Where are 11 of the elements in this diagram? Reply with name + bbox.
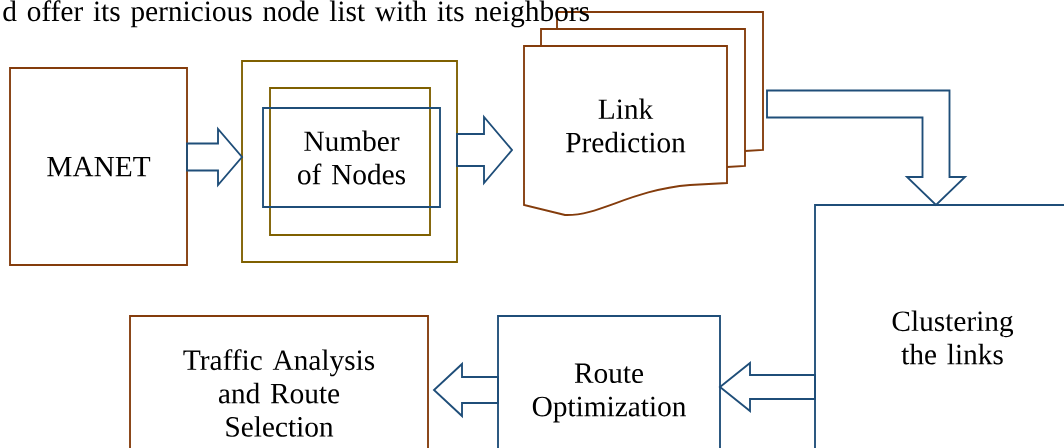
block-arrow xyxy=(718,361,816,413)
block-arrow xyxy=(766,89,968,207)
block-arrow xyxy=(186,126,244,188)
process-box: Route Optimization xyxy=(497,315,721,448)
process-box: Traffic Analysis and Route Selection xyxy=(129,315,429,448)
process-box: MANET xyxy=(9,67,188,266)
process-box: Number of Nodes xyxy=(262,107,441,208)
process-box: Clustering the links xyxy=(814,204,1064,448)
frame-box xyxy=(241,60,458,263)
block-arrow xyxy=(432,361,499,419)
block-arrow xyxy=(456,114,514,186)
